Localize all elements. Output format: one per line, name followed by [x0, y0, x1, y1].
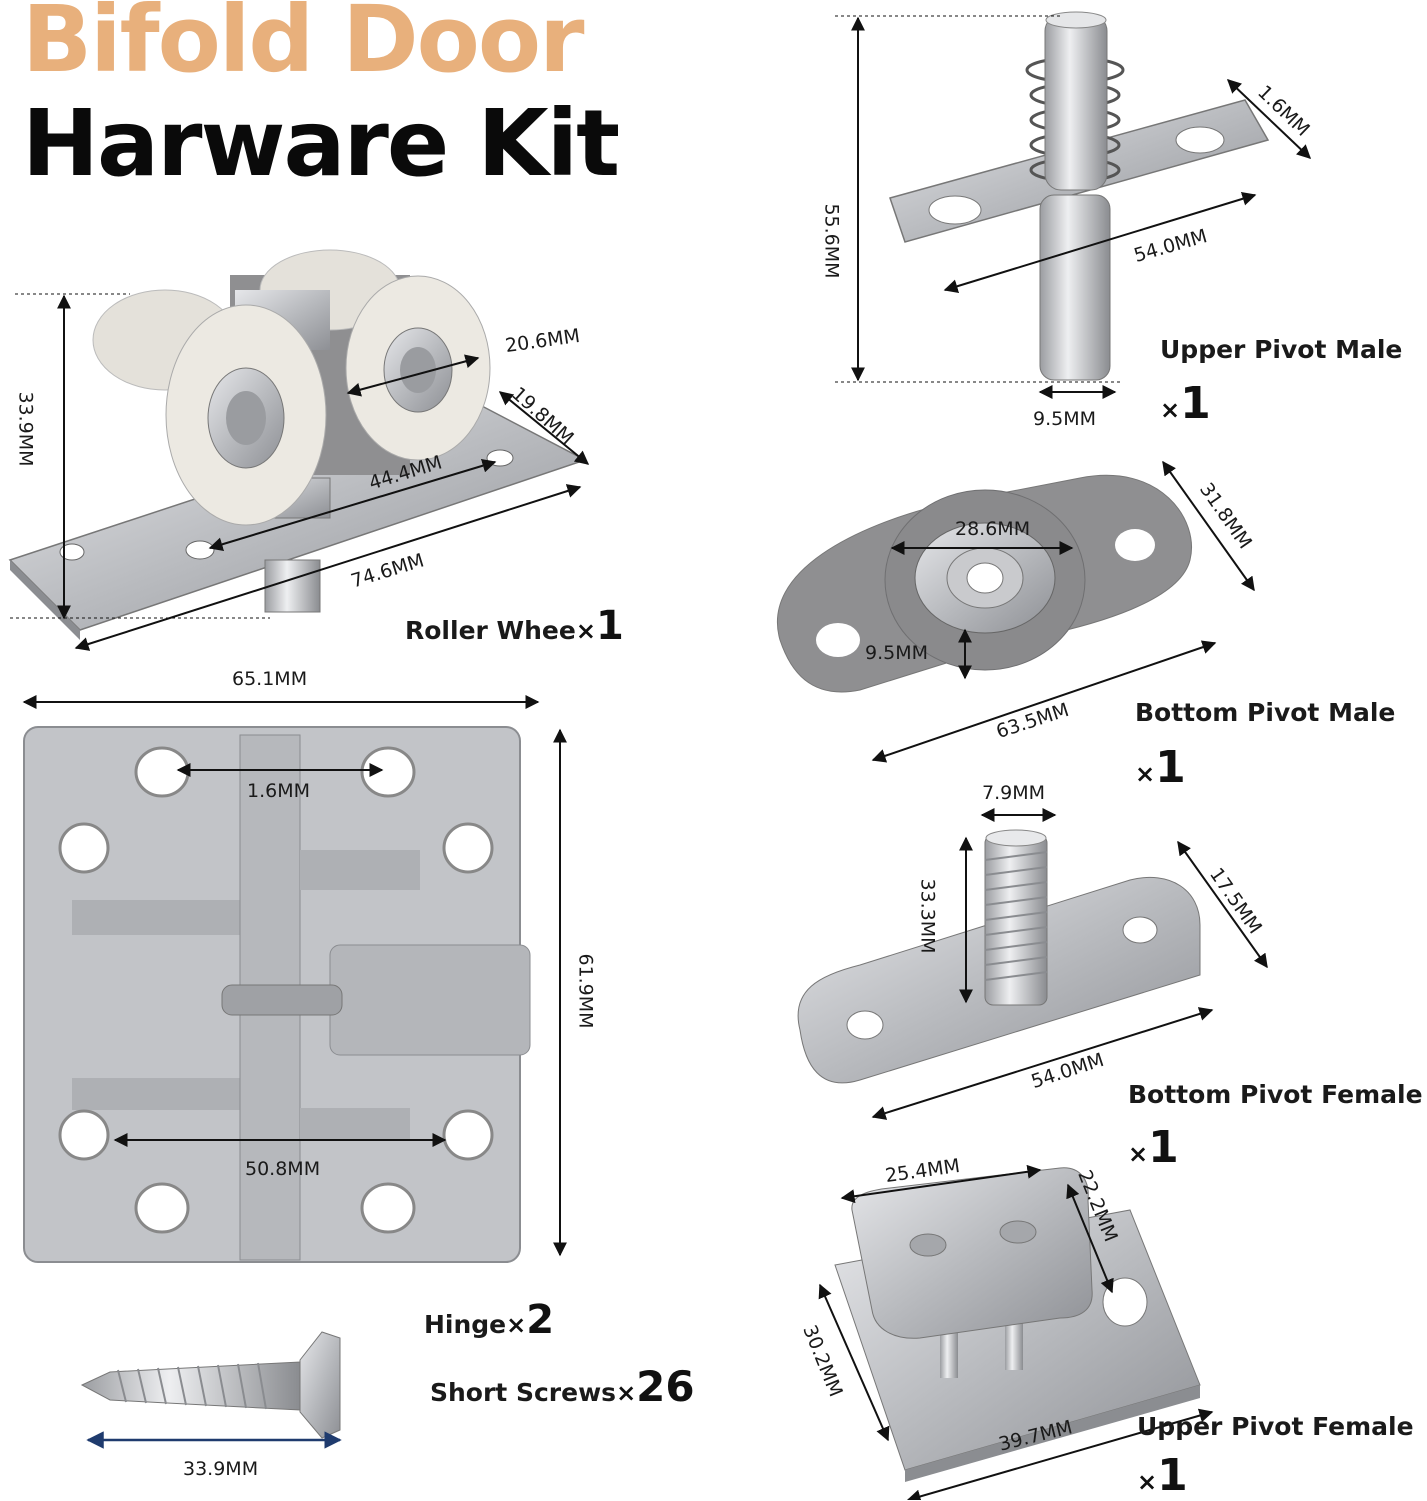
- upper-pivot-male-dim-pin: 9.5MM: [1033, 408, 1097, 430]
- upper-pivot-female-qty: ×1: [1137, 1450, 1188, 1501]
- upper-pivot-male-dimension-lines: [835, 15, 1312, 399]
- upper-pivot-male-dim-height: 55.6MM: [820, 203, 843, 279]
- bottom-pivot-female-dimension-lines: [871, 808, 1268, 1120]
- upper-pivot-male-qty: ×1: [1160, 378, 1211, 429]
- hinge-dim-width: 65.1MM: [232, 668, 308, 690]
- bottom-pivot-male-drawing: [777, 474, 1192, 693]
- bottom-pivot-male-dimension-lines: [871, 460, 1255, 763]
- bottom-pivot-female-label: Bottom Pivot Female: [1128, 1080, 1423, 1109]
- bottom-pivot-female-dim-height: 33.3MM: [916, 878, 939, 954]
- roller-wheel-drawing: [8, 249, 587, 640]
- bottom-pivot-female-drawing: [797, 829, 1201, 1084]
- hinge-dimension-lines: [22, 695, 567, 1257]
- upper-pivot-male-drawing: [889, 11, 1270, 381]
- hinge-dim-height: 61.9MM: [574, 953, 597, 1029]
- upper-pivot-male-label: Upper Pivot Male: [1160, 335, 1403, 364]
- roller-dimension-lines: [10, 293, 590, 651]
- short-screws-dim-length: 33.9MM: [183, 1458, 259, 1480]
- bottom-pivot-male-qty: ×1: [1135, 742, 1186, 793]
- hinge-drawing: [23, 726, 531, 1263]
- upper-pivot-female-label: Upper Pivot Female: [1137, 1412, 1414, 1441]
- short-screws-label: Short Screws×26: [430, 1362, 695, 1411]
- screw-drawing: [80, 1331, 341, 1439]
- bottom-pivot-male-dim-hole: 9.5MM: [865, 642, 929, 664]
- bottom-pivot-male-label: Bottom Pivot Male: [1135, 698, 1396, 727]
- hinge-label: Hinge×2: [424, 1297, 555, 1343]
- upper-pivot-female-dimension-lines: [818, 1164, 1214, 1500]
- bottom-pivot-male-dim-bearing: 28.6MM: [955, 518, 1031, 540]
- hinge-dim-hole-span: 50.8MM: [245, 1158, 321, 1180]
- bottom-pivot-female-dim-bolt: 7.9MM: [982, 782, 1046, 804]
- hinge-dim-thickness: 1.6MM: [247, 780, 311, 802]
- bottom-pivot-female-qty: ×1: [1128, 1122, 1179, 1173]
- title-line-1: Bifold Door: [22, 0, 584, 93]
- roller-wheel-dim-height: 33.9MM: [14, 391, 37, 467]
- roller-wheel-label: Roller Whee×1: [405, 603, 624, 649]
- title-line-2: Harware Kit: [22, 90, 620, 197]
